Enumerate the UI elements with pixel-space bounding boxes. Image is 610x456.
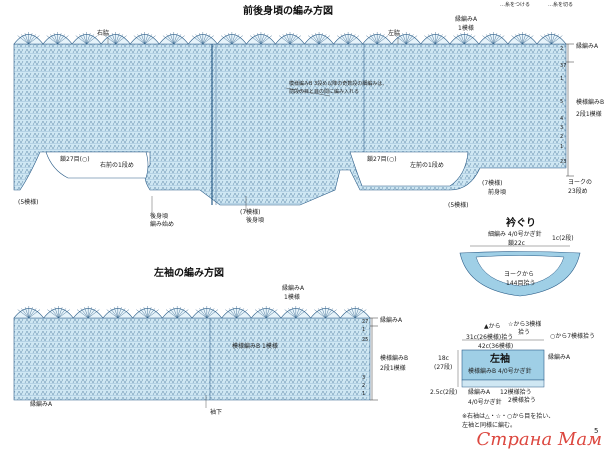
sleeve-axis-row: 1 bbox=[362, 391, 366, 397]
five-motifs-right: (5模様) bbox=[448, 202, 469, 209]
sleeve-axis-row: 25 bbox=[362, 337, 369, 343]
sleeve-axis-row: 3 bbox=[362, 375, 366, 381]
sleeve-schematic-title: 左袖 bbox=[490, 354, 510, 365]
collar-subtitle: 細編み 4/0号かぎ針 bbox=[488, 231, 542, 238]
sleeve-top-pick: 31c(26模様)拾う bbox=[466, 334, 514, 341]
sleeve-axis-row: 1 bbox=[362, 327, 366, 333]
body-axis-row: 37 bbox=[560, 63, 567, 69]
left-front-start: 左前の1段め bbox=[410, 162, 444, 169]
body-axis-row: 5 bbox=[560, 99, 564, 105]
pattern-a-motif: 1模様 bbox=[458, 25, 474, 32]
sleeve-motifs-pick: ☆から3模様 bbox=[508, 321, 542, 328]
body-axis-pattern-b: 模様編みB bbox=[576, 99, 605, 106]
front-seven-motifs: (7模様) bbox=[482, 180, 503, 187]
body-axis-row: 1 bbox=[560, 76, 564, 82]
seven-motifs-back: (7模様) bbox=[240, 209, 261, 216]
collar-right: 1c(2段) bbox=[552, 235, 574, 242]
sleeve-axis-edge-a: 縁編みA bbox=[380, 317, 403, 324]
sleeve-pick-label: 拾う bbox=[518, 329, 531, 336]
sleeve-axis-pattern-b: 模様編みB bbox=[380, 355, 409, 362]
body-axis-row: 2 bbox=[560, 46, 564, 52]
pattern-b-note-1: 模様編みB 3段め以降の奇数段の細編みは、 bbox=[289, 81, 388, 87]
sleeve-edge-a-label: 縁編みA bbox=[548, 354, 571, 361]
right-front-start: 右前の1段め bbox=[100, 162, 134, 169]
sleeve-height: 18c bbox=[438, 355, 449, 362]
body-axis-edge-a: 縁編みA bbox=[576, 43, 599, 50]
back-start-label-2: 編み始め bbox=[150, 221, 175, 228]
body-axis-row: 1 bbox=[560, 144, 564, 150]
sleeve-center-bottom: 袖下 bbox=[210, 409, 223, 416]
sleeve-bottom-pick-2: 2模様拾う bbox=[508, 397, 536, 404]
sleeve-note-1: ※右袖は△・☆・○から目を拾い、 bbox=[462, 413, 555, 420]
back-start-label: 後身頃 bbox=[150, 213, 169, 220]
sleeve-schematic bbox=[457, 339, 545, 388]
page-number: 5 bbox=[594, 427, 599, 435]
collar-schematic bbox=[459, 245, 581, 297]
count-27-right: 鎖27目(○) bbox=[367, 156, 397, 163]
sleeve-axis-row: 2 bbox=[362, 383, 366, 389]
yoke-from: ヨークの bbox=[568, 179, 593, 186]
yoke-rows: 23段め bbox=[568, 188, 588, 195]
back-label: 後身頃 bbox=[246, 217, 265, 224]
sleeve-chart-title: 左袖の編み方図 bbox=[154, 268, 224, 279]
sleeve-height-rows: (27段) bbox=[434, 364, 453, 371]
body-axis-pattern-b-rows: 2段1模様 bbox=[576, 111, 602, 118]
watermark-logo: Страна Мам bbox=[476, 429, 603, 450]
front-label: 前身頃 bbox=[488, 189, 507, 196]
sleeve-pattern-b: 模様編みB 1模様 bbox=[232, 343, 278, 350]
count-27-left: 鎖27目(○) bbox=[60, 156, 90, 163]
pattern-a-label: 縁編みA bbox=[455, 16, 478, 23]
left-side-label: 左脇 bbox=[388, 30, 401, 37]
body-axis-row: 4 bbox=[560, 116, 564, 122]
body-axis-row: 2 bbox=[560, 134, 564, 140]
collar-width: 鎖22c bbox=[508, 240, 525, 247]
sleeve-note-2: 左袖と同様に編む。 bbox=[462, 422, 517, 429]
sleeve-one-motif: 1模様 bbox=[284, 294, 300, 301]
sleeve-bottom-pick: 12模様拾う bbox=[500, 389, 532, 396]
collar-title: 衿ぐり bbox=[506, 218, 536, 229]
body-axis-row: 3 bbox=[560, 125, 564, 131]
sleeve-chart bbox=[13, 306, 378, 408]
sleeve-from: ▲から bbox=[484, 323, 501, 330]
sleeve-right-pick: ○から7模様拾う bbox=[550, 333, 596, 340]
sleeve-edge-a-bottom: 縁編みA bbox=[468, 389, 491, 396]
body-chart-title: 前後身頃の編み方図 bbox=[243, 6, 333, 17]
collar-inside-1: ヨークから bbox=[504, 271, 535, 278]
legend-attach: …糸をつける bbox=[500, 2, 531, 8]
five-motifs-left: (5模様) bbox=[18, 199, 39, 206]
sleeve-schematic-pattern: 模様編みB 4/0号かぎ針 bbox=[468, 368, 532, 375]
body-chart bbox=[13, 32, 574, 215]
sleeve-bottom-a: 縁編みA bbox=[30, 401, 53, 408]
sleeve-axis-row: 27 bbox=[362, 319, 369, 325]
pattern-b-note-2: 前段の目と目の間に編み入れる bbox=[289, 89, 360, 95]
sleeve-top-pick-2: 42c(36模様) bbox=[478, 343, 514, 350]
collar-inside-2: 144目拾う bbox=[506, 280, 536, 287]
legend-cut: …糸を切る bbox=[548, 2, 574, 8]
sleeve-edge-a: 縁編みA bbox=[282, 285, 305, 292]
sleeve-axis-pattern-b-rows: 2段1模様 bbox=[380, 365, 406, 372]
sleeve-edge-a-bottom-2: 2.5c(2段) bbox=[430, 389, 458, 396]
sleeve-edge-hook: 4/0号かぎ針 bbox=[468, 399, 502, 406]
right-side-label: 右脇 bbox=[97, 30, 110, 37]
body-axis-row: 23 bbox=[560, 159, 567, 165]
